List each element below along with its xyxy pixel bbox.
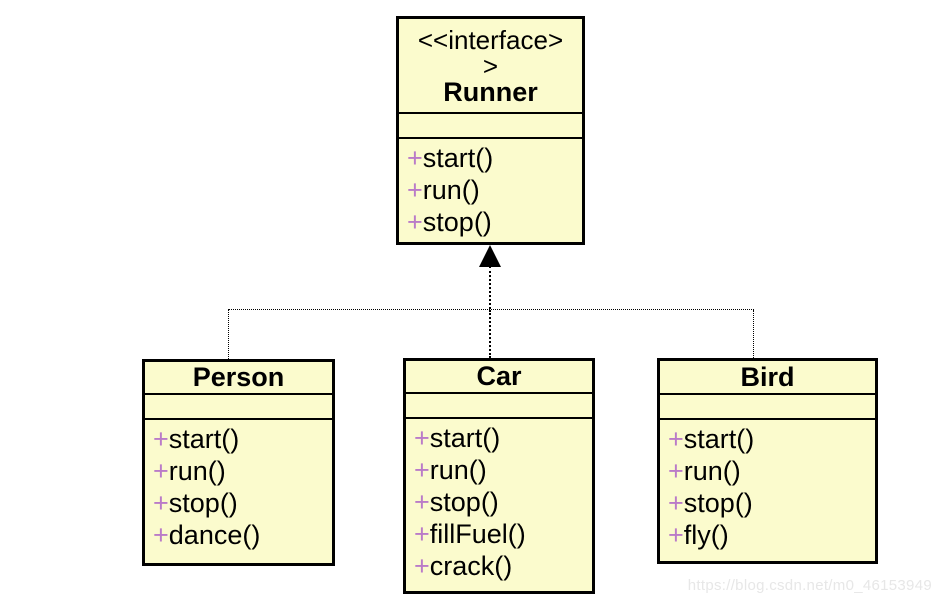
class-box-person: Person +start() +run() +stop() +dance() xyxy=(142,359,335,566)
methods-compartment: +start() +run() +stop() +fillFuel() +cra… xyxy=(406,419,592,582)
attributes-compartment xyxy=(660,395,875,420)
connector-line-person xyxy=(228,310,229,359)
class-name: Car xyxy=(406,361,592,394)
method-signature: fillFuel() xyxy=(429,519,526,549)
method-signature: run() xyxy=(168,456,226,486)
method-signature: run() xyxy=(429,455,487,485)
method-signature: start() xyxy=(683,424,755,454)
visibility-symbol: + xyxy=(407,175,423,205)
visibility-symbol: + xyxy=(153,456,169,486)
method-signature: crack() xyxy=(429,551,513,581)
visibility-symbol: + xyxy=(407,207,423,237)
connector-line-stem xyxy=(489,266,491,309)
method-signature: stop() xyxy=(168,488,238,518)
method-row: +start() xyxy=(660,423,875,455)
method-signature: start() xyxy=(168,424,240,454)
method-row: +fly() xyxy=(660,519,875,551)
visibility-symbol: + xyxy=(407,143,423,173)
method-row: +stop() xyxy=(406,486,592,518)
method-row: +stop() xyxy=(660,487,875,519)
methods-compartment: +start() +run() +stop() xyxy=(399,139,582,238)
interface-title-compartment: <<interface> > Runner xyxy=(399,19,582,114)
visibility-symbol: + xyxy=(153,520,169,550)
method-row: +dance() xyxy=(145,519,332,551)
class-name: Person xyxy=(145,362,332,395)
visibility-symbol: + xyxy=(414,519,430,549)
visibility-symbol: + xyxy=(668,424,684,454)
method-signature: stop() xyxy=(683,488,753,518)
class-box-bird: Bird +start() +run() +stop() +fly() xyxy=(657,358,878,564)
method-signature: dance() xyxy=(168,520,261,550)
method-row: +run() xyxy=(145,455,332,487)
connector-line-horizontal xyxy=(228,309,754,310)
visibility-symbol: + xyxy=(668,488,684,518)
methods-compartment: +start() +run() +stop() +dance() xyxy=(145,420,332,551)
method-row: +run() xyxy=(406,454,592,486)
class-box-car: Car +start() +run() +stop() +fillFuel() … xyxy=(403,358,595,594)
connector-line-car xyxy=(489,310,491,358)
method-signature: stop() xyxy=(429,487,499,517)
method-row: +start() xyxy=(399,142,582,174)
method-signature: run() xyxy=(683,456,741,486)
method-row: +run() xyxy=(660,455,875,487)
method-signature: stop() xyxy=(422,207,492,237)
realization-arrow-icon xyxy=(479,245,501,267)
attributes-compartment xyxy=(399,114,582,139)
method-signature: fly() xyxy=(683,520,729,550)
method-signature: start() xyxy=(429,423,501,453)
visibility-symbol: + xyxy=(668,520,684,550)
visibility-symbol: + xyxy=(153,424,169,454)
method-row: +start() xyxy=(406,422,592,454)
stereotype-text: <<interface> xyxy=(417,24,564,55)
method-row: +crack() xyxy=(406,550,592,582)
method-row: +fillFuel() xyxy=(406,518,592,550)
visibility-symbol: + xyxy=(414,423,430,453)
visibility-symbol: + xyxy=(414,551,430,581)
interface-name: Runner xyxy=(443,76,538,107)
method-row: +stop() xyxy=(399,206,582,238)
method-row: +stop() xyxy=(145,487,332,519)
method-signature: start() xyxy=(422,143,494,173)
interface-box-runner: <<interface> > Runner +start() +run() +s… xyxy=(396,16,585,245)
visibility-symbol: + xyxy=(414,487,430,517)
attributes-compartment xyxy=(145,395,332,420)
methods-compartment: +start() +run() +stop() +fly() xyxy=(660,420,875,551)
watermark-text: https://blog.csdn.net/m0_46153949 xyxy=(687,577,932,594)
attributes-compartment xyxy=(406,394,592,419)
method-signature: run() xyxy=(422,175,480,205)
visibility-symbol: + xyxy=(414,455,430,485)
stereotype-text: > xyxy=(482,50,499,81)
method-row: +run() xyxy=(399,174,582,206)
visibility-symbol: + xyxy=(153,488,169,518)
connector-line-bird xyxy=(753,310,754,358)
method-row: +start() xyxy=(145,423,332,455)
visibility-symbol: + xyxy=(668,456,684,486)
class-name: Bird xyxy=(660,361,875,395)
